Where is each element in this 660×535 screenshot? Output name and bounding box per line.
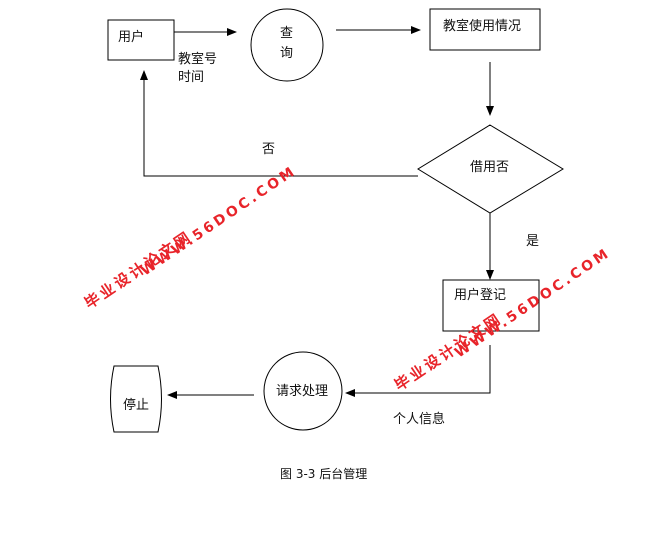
query-circle [250,8,324,82]
user-label: 用户 [118,30,145,45]
classroom-usage-label: 教室使用情况 [443,19,522,34]
user-register-label: 用户登记 [454,288,507,303]
stop-terminal [110,365,162,433]
edge-register-to-request [345,345,491,397]
classroom-no-label: 教室号 [178,52,218,67]
borrowed-label: 借用否 [470,160,510,175]
yes-label: 是 [526,234,540,249]
query-label-line2: 询 [280,46,294,61]
edge-borrowed-no-to-user [140,70,418,177]
personal-info-label: 个人信息 [393,412,446,427]
time-label: 时间 [178,70,205,85]
classroom-usage-box [429,8,541,51]
query-label-line1: 查 [280,26,294,41]
user-box [107,19,175,61]
request-processing-label: 请求处理 [276,384,329,399]
no-label: 否 [262,142,276,157]
user-register-box [442,279,540,332]
figure-caption: 图 3-3 后台管理 [280,467,368,481]
request-processing-circle [263,351,343,431]
stop-label: 停止 [123,398,150,413]
